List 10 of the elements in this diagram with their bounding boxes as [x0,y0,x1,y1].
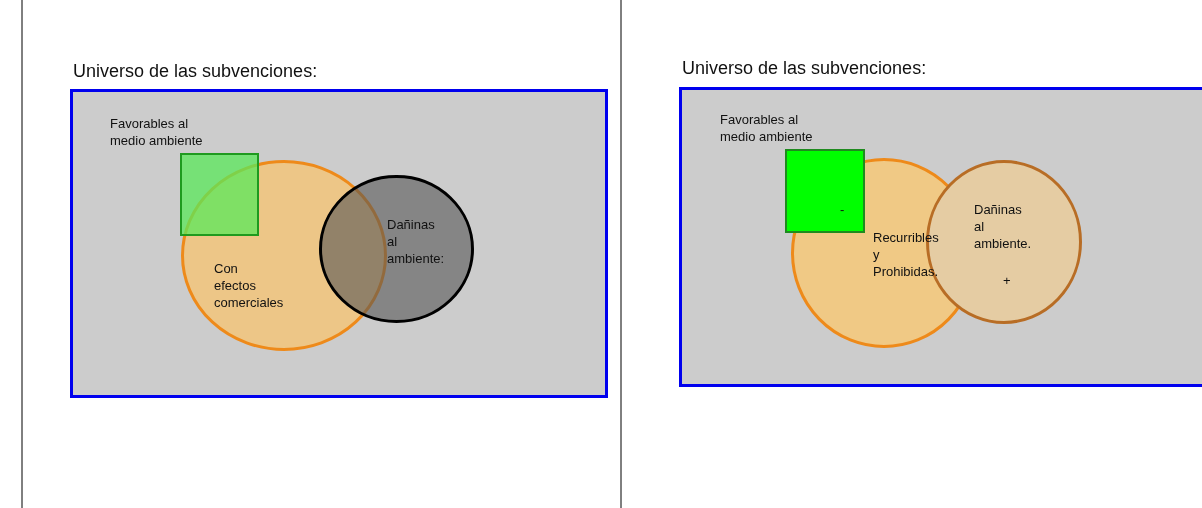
sign-label: - [840,202,845,219]
region-label: Recurribles y Prohibidas. [873,230,939,281]
region-label: Dañinas al ambiente. [974,202,1032,253]
region-label: Favorables al medio ambiente [110,116,204,150]
sign-label: + [1003,273,1011,290]
region-label: Dañinas al ambiente: [387,217,445,268]
region-label: Favorables al medio ambiente [720,112,814,146]
region-label: Con efectos comerciales [214,261,284,312]
heading: Universo de las subvenciones: [73,61,318,83]
heading: Universo de las subvenciones: [682,58,927,80]
